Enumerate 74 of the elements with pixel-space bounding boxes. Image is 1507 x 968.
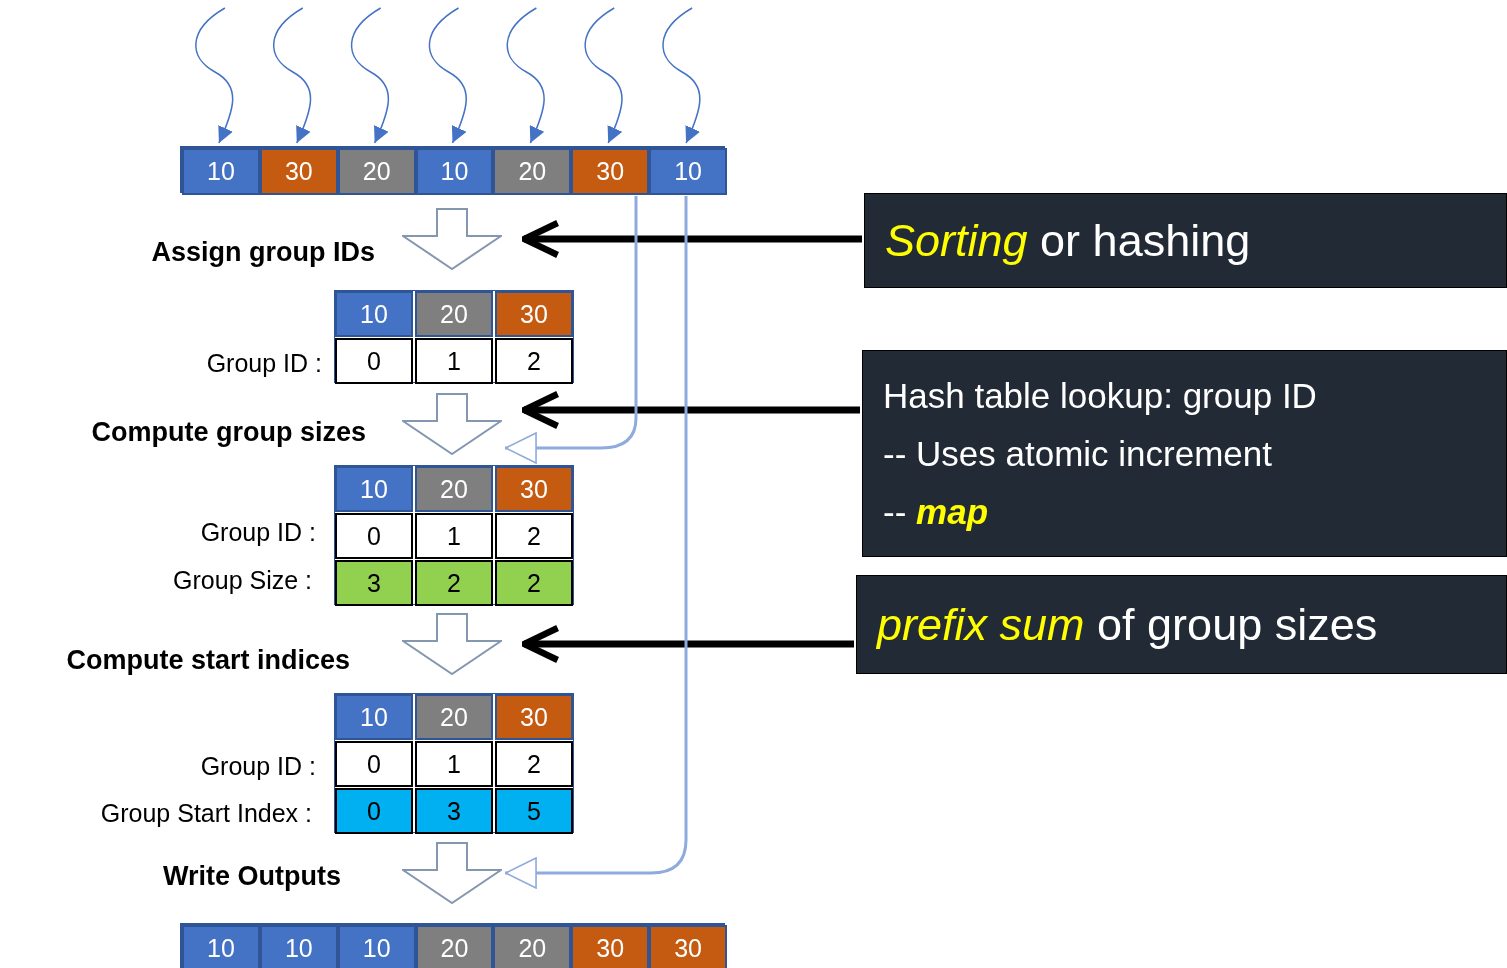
pointer-arrow bbox=[520, 219, 862, 259]
value-cell: 30 bbox=[259, 148, 338, 195]
value-cell: 0 bbox=[335, 513, 413, 559]
step-label: Compute group sizes bbox=[91, 416, 366, 448]
value-cell: 20 bbox=[415, 291, 493, 337]
value-cell: 0 bbox=[335, 741, 413, 787]
value-cell: 2 bbox=[495, 741, 573, 787]
value-cell: 20 bbox=[493, 148, 572, 195]
value-cell: 20 bbox=[415, 466, 493, 512]
value-cell: 0 bbox=[335, 788, 413, 834]
value-cell: 3 bbox=[335, 560, 413, 606]
row-label: Group Size : bbox=[173, 565, 312, 595]
flow-arrow bbox=[505, 196, 688, 889]
group-table bbox=[334, 290, 574, 383]
callout-box: prefix sum of group sizes bbox=[856, 575, 1507, 674]
block-arrow bbox=[402, 208, 502, 270]
value-cell: 2 bbox=[495, 513, 573, 559]
value-cell: 5 bbox=[495, 788, 573, 834]
block-arrow bbox=[402, 842, 502, 904]
value-cell: 20 bbox=[415, 925, 494, 968]
thread-arrow bbox=[273, 7, 312, 144]
pointer-arrow bbox=[520, 390, 860, 430]
value-cell: 10 bbox=[335, 466, 413, 512]
value-cell: 30 bbox=[495, 291, 573, 337]
flow-arrow bbox=[505, 196, 638, 464]
value-cell: 10 bbox=[259, 925, 338, 968]
value-cell: 30 bbox=[649, 925, 727, 968]
step-label: Assign group IDs bbox=[151, 236, 375, 268]
callout-text: -- Uses atomic increment bbox=[883, 433, 1273, 474]
value-cell: 30 bbox=[571, 925, 650, 968]
group-table bbox=[334, 693, 574, 833]
value-array bbox=[180, 146, 725, 193]
value-cell: 20 bbox=[337, 148, 416, 195]
step-label: Write Outputs bbox=[163, 860, 341, 892]
value-cell: 10 bbox=[415, 148, 494, 195]
value-cell: 10 bbox=[335, 291, 413, 337]
value-cell: 20 bbox=[493, 925, 572, 968]
value-cell: 1 bbox=[415, 741, 493, 787]
thread-arrow bbox=[506, 7, 545, 144]
row-label: Group Start Index : bbox=[100, 798, 312, 828]
block-arrow bbox=[402, 393, 502, 455]
value-cell: 2 bbox=[495, 560, 573, 606]
value-cell: 1 bbox=[415, 513, 493, 559]
callout-box bbox=[862, 350, 1507, 557]
value-array bbox=[180, 923, 725, 968]
value-cell: 0 bbox=[335, 338, 413, 384]
callout-text: -- map bbox=[883, 491, 989, 532]
value-cell: 3 bbox=[415, 788, 493, 834]
value-cell: 10 bbox=[649, 148, 727, 195]
row-label: Group ID : bbox=[200, 517, 316, 547]
value-cell: 1 bbox=[415, 338, 493, 384]
group-table bbox=[334, 465, 574, 605]
block-arrow bbox=[402, 613, 502, 675]
thread-arrow bbox=[195, 7, 234, 144]
value-cell: 2 bbox=[495, 338, 573, 384]
thread-arrow bbox=[428, 7, 467, 144]
callout-box: Sorting or hashing bbox=[864, 193, 1507, 288]
value-cell: 10 bbox=[337, 925, 416, 968]
row-label: Group ID : bbox=[200, 751, 316, 781]
value-cell: 10 bbox=[182, 148, 260, 195]
value-cell: 30 bbox=[495, 694, 573, 740]
pointer-arrow bbox=[520, 624, 854, 664]
value-cell: 10 bbox=[335, 694, 413, 740]
thread-arrow bbox=[350, 7, 390, 144]
thread-arrow bbox=[584, 7, 623, 144]
value-cell: 20 bbox=[415, 694, 493, 740]
value-cell: 30 bbox=[495, 466, 573, 512]
thread-arrow bbox=[662, 7, 701, 144]
callout-text: Hash table lookup: group ID bbox=[883, 375, 1318, 416]
value-cell: 2 bbox=[415, 560, 493, 606]
value-cell: 30 bbox=[571, 148, 650, 195]
row-label: Group ID : bbox=[206, 348, 322, 378]
value-cell: 10 bbox=[182, 925, 260, 968]
step-label: Compute start indices bbox=[66, 644, 350, 676]
